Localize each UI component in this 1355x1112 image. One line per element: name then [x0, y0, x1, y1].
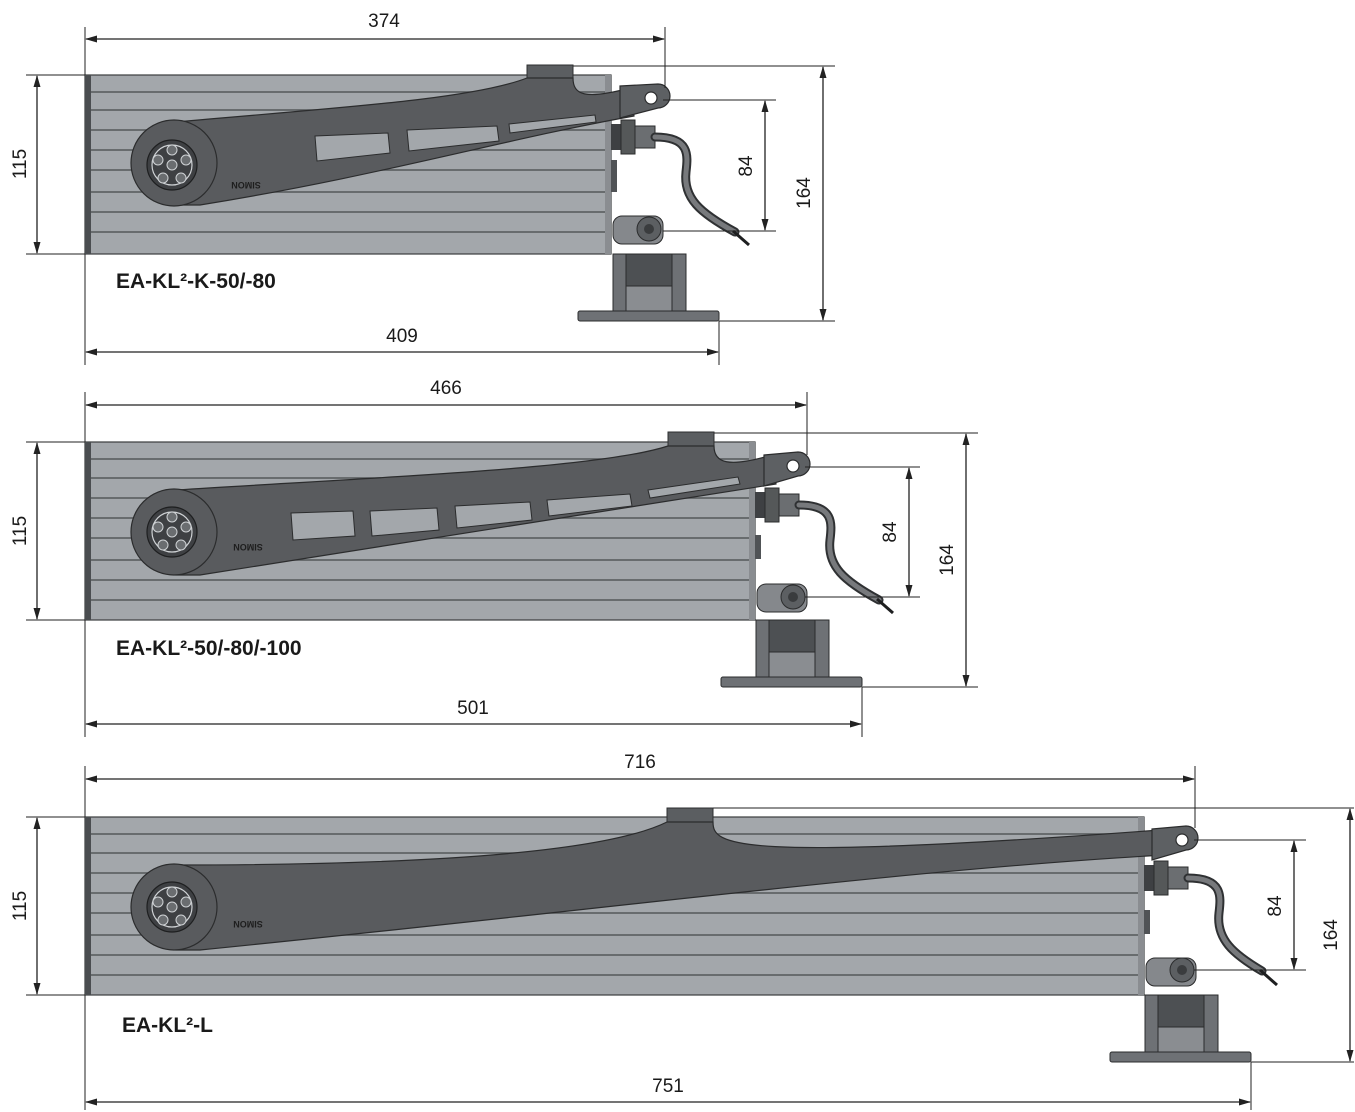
connector-port	[146, 881, 198, 933]
mounting-arm: SIMON	[130, 431, 811, 576]
model-label: EA-KL²-K-50/-80	[116, 270, 276, 293]
view-ea-kl2-k: SIMON	[10, 11, 835, 365]
cable-gland	[755, 487, 894, 615]
cable-gland	[1144, 860, 1278, 987]
connector-port	[146, 506, 198, 558]
dimension-lines	[26, 392, 978, 737]
dimension-pivot-offset-label: 84	[736, 155, 757, 177]
dimension-pivot-offset-label: 84	[880, 521, 901, 543]
dimension-height-label: 115	[10, 149, 31, 179]
cable-gland	[611, 119, 750, 247]
connector-port	[146, 139, 198, 191]
brand-logo: SIMON	[233, 919, 263, 929]
brand-logo: SIMON	[233, 542, 263, 552]
mounting-bracket	[720, 583, 863, 688]
dimension-arm-length-label: 466	[430, 378, 462, 399]
model-label: EA-KL²-L	[122, 1014, 213, 1037]
mounting-bracket	[577, 215, 720, 322]
mounting-bracket	[1109, 957, 1252, 1063]
dimension-total-length-label: 409	[386, 326, 418, 347]
dimension-total-length-label: 751	[652, 1076, 684, 1097]
view-ea-kl2-l: SIMON	[10, 752, 1354, 1110]
brand-logo: SIMON	[231, 180, 261, 190]
view-ea-kl2-standard: SIMON	[10, 378, 978, 737]
dimension-height-label: 115	[10, 516, 31, 546]
dimension-arm-length-label: 374	[368, 11, 400, 32]
mounting-arm: SIMON	[130, 807, 1199, 951]
dimension-total-height-label: 164	[794, 177, 815, 209]
dimension-pivot-offset-label: 84	[1265, 895, 1286, 917]
dimension-arm-length-label: 716	[624, 752, 656, 773]
dimension-total-height-label: 164	[1321, 919, 1342, 951]
dimension-total-length-label: 501	[457, 698, 489, 719]
dimension-total-height-label: 164	[937, 544, 958, 576]
model-label: EA-KL²-50/-80/-100	[116, 637, 302, 660]
dimension-lines	[26, 766, 1354, 1110]
dimension-height-label: 115	[10, 891, 31, 921]
mounting-arm: SIMON	[130, 64, 671, 207]
dimension-lines	[26, 27, 835, 365]
